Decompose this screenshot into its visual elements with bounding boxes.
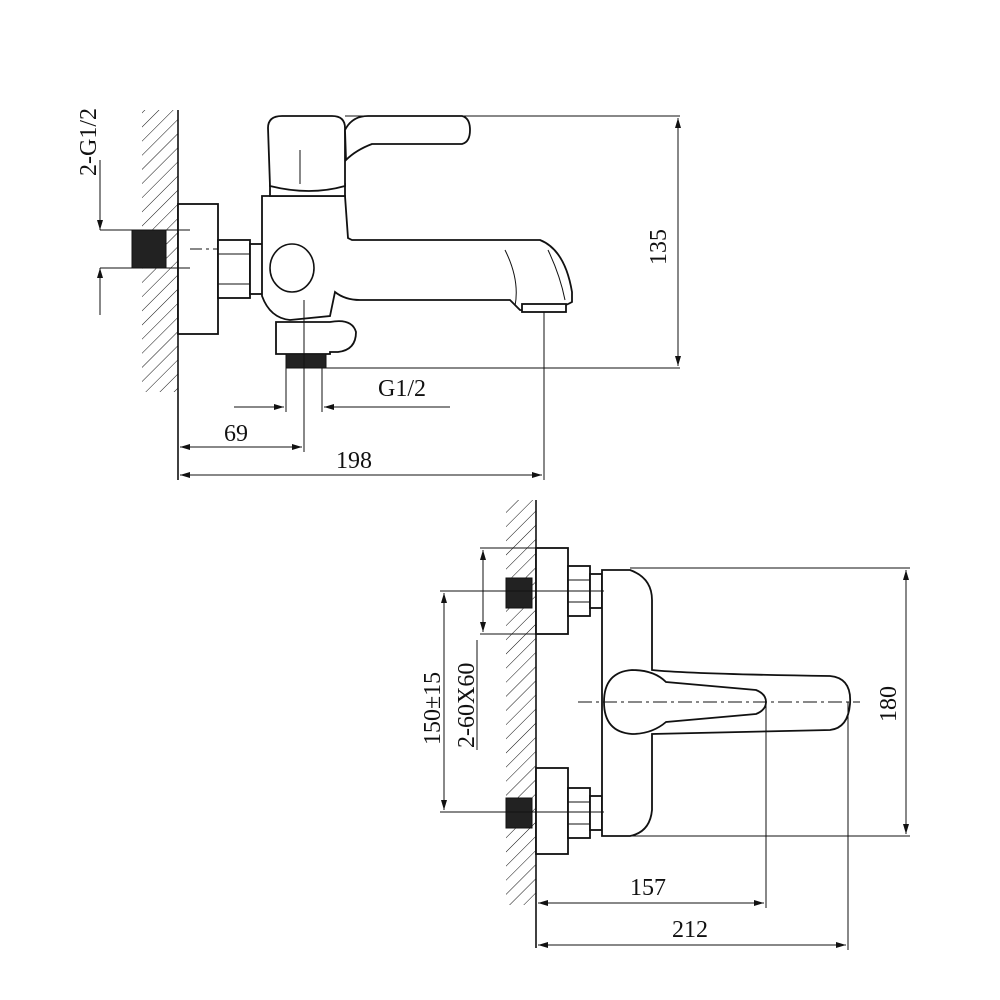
- dim-label-198: 198: [336, 448, 372, 474]
- dim-label-157: 157: [630, 875, 666, 901]
- inlet-thread: [100, 229, 270, 269]
- wall-section-top: [506, 500, 537, 948]
- dim-label-2-g1-2: 2-G1/2: [76, 108, 102, 176]
- wall-flange: [177, 203, 219, 335]
- dim-2-g1-2: 2-G1/2: [76, 108, 103, 315]
- inlet-thread-upper: [505, 577, 533, 609]
- dim-label-180: 180: [876, 686, 902, 722]
- diverter-knob: [275, 320, 357, 369]
- mixer-body: [261, 195, 573, 321]
- top-view: 150±15 2-60X60 180 157 212: [420, 500, 910, 950]
- dim-g1-2: G1/2: [234, 368, 450, 412]
- dim-label-150: 150±15: [420, 672, 446, 745]
- dim-180: 180: [630, 567, 910, 837]
- dim-label-135: 135: [646, 229, 672, 265]
- dim-198: 198: [180, 312, 545, 480]
- dim-212: 212: [538, 702, 849, 950]
- wall-section: [142, 110, 179, 480]
- wall-flange-lower: [535, 767, 569, 855]
- dim-label-g1-2: G1/2: [378, 376, 426, 402]
- eccentric-nut: [217, 239, 273, 299]
- dim-157: 157: [538, 702, 767, 908]
- dim-label-2-60x60: 2-60X60: [454, 663, 480, 748]
- eccentric-nut-lower: [567, 787, 603, 839]
- side-view: 2-G1/2 135 G1/2 69 198: [76, 108, 681, 480]
- dim-150: 150±15: [420, 593, 447, 810]
- dim-135: 135: [322, 118, 681, 369]
- dim-69: 69: [180, 300, 305, 452]
- mixer-lever: [267, 115, 680, 197]
- dim-label-69: 69: [224, 421, 248, 447]
- inlet-thread-lower: [505, 797, 533, 829]
- dim-2-60x60: 2-60X60: [454, 547, 536, 750]
- dim-label-212: 212: [672, 917, 708, 943]
